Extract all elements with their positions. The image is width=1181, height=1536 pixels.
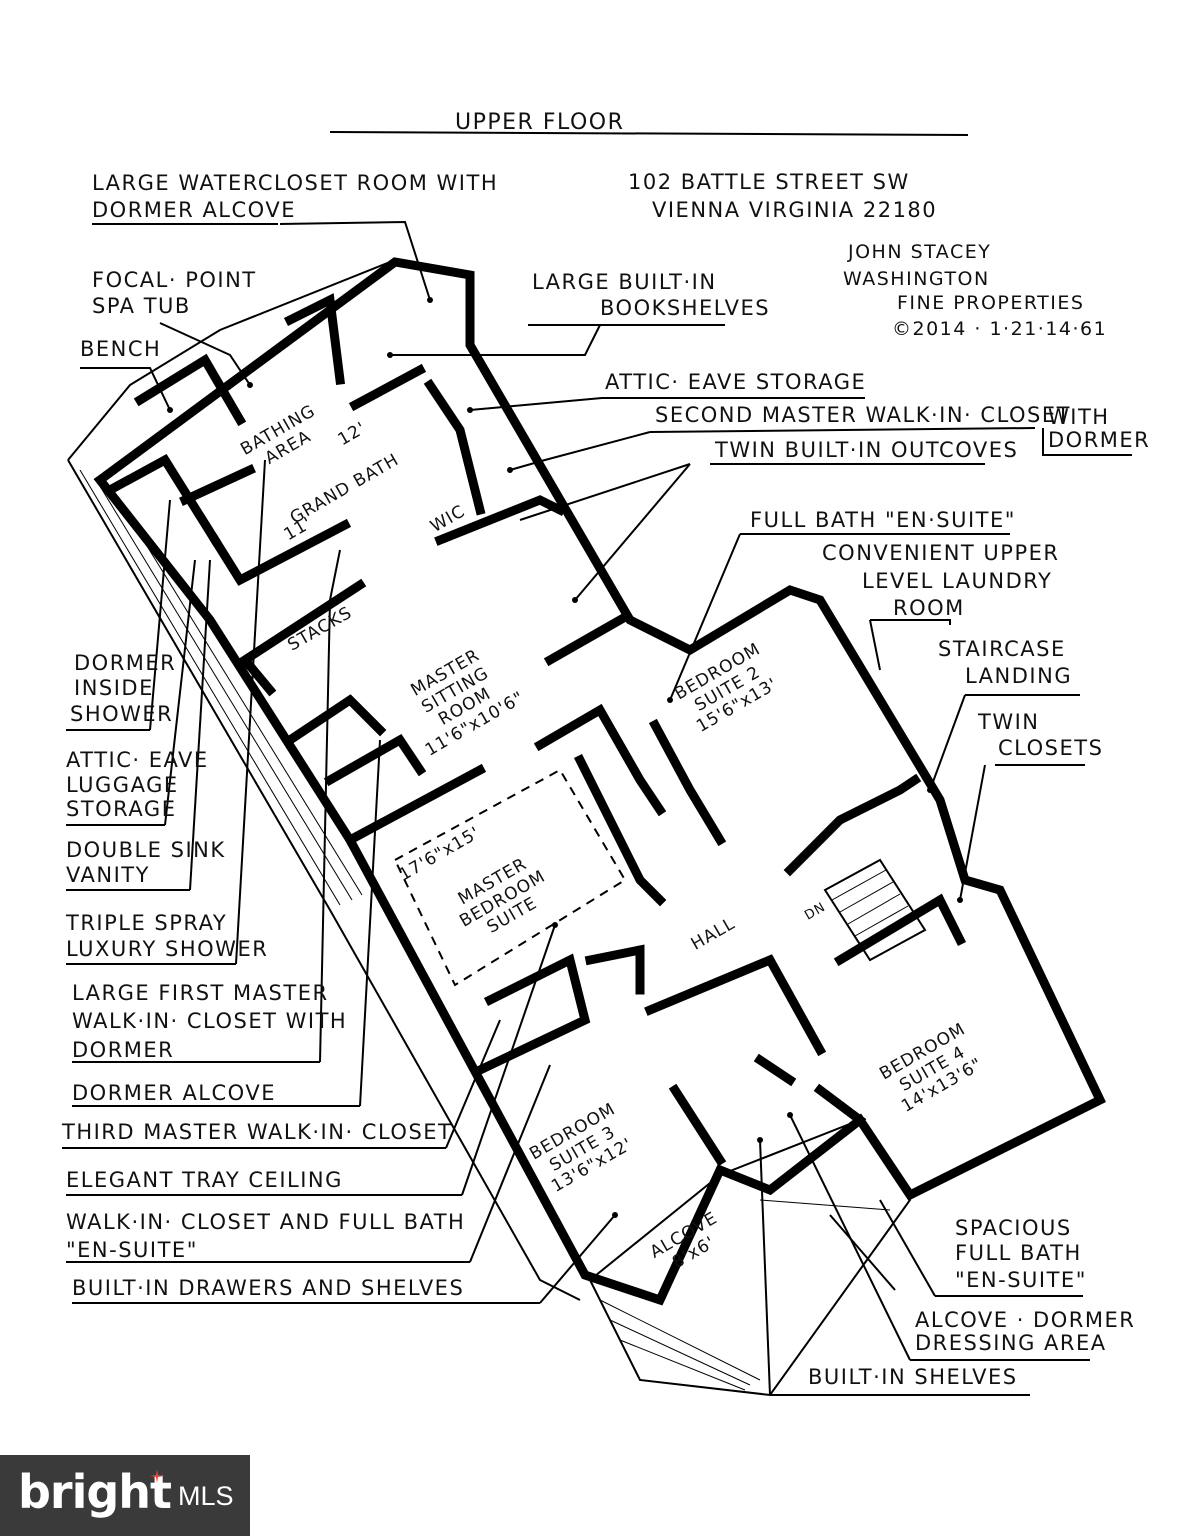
leader-lines [62,220,1132,1396]
callout-shower-1: TRIPLE SPRAY [66,911,228,935]
callout-first-closet-1: LARGE FIRST MASTER [72,981,329,1005]
address-line-1: 102 BATTLE STREET SW [628,170,910,194]
house-outline [93,257,1106,1306]
interior-walls [103,293,967,1167]
callout-vanity-1: DOUBLE SINK [66,838,226,862]
address-line-2: VIENNA VIRGINIA 22180 [652,198,938,222]
bright-mls-logo: bright MLS [0,1455,250,1536]
callout-watercloset-2: DORMER ALCOVE [92,198,296,222]
callout-landing-1: STAIRCASE [938,637,1066,661]
callout-watercloset-1: LARGE WATERCLOSET ROOM WITH [92,171,499,195]
callout-luggage-2: LUGGAGE [66,773,179,797]
callout-spacious-2: FULL BATH [955,1241,1082,1265]
callout-closets-2: CLOSETS [998,736,1104,760]
callout-landing-2: LANDING [965,664,1073,688]
callout-luggage-3: STORAGE [66,797,177,821]
plan-title: UPPER FLOOR [455,110,625,135]
callout-attic-storage: ATTIC· EAVE STORAGE [605,370,867,394]
callout-dormer-shower-3: SHOWER [70,702,174,726]
bottom-eave [588,1118,912,1397]
logo-suffix: MLS [178,1481,234,1511]
logo-star-icon [150,1469,164,1483]
callout-drawers: BUILT·IN DRAWERS AND SHELVES [72,1276,465,1300]
callout-outcoves: TWIN BUILT·IN OUTCOVES [715,438,1019,462]
credit-line-4: ©2014 · 1·21·14·61 [892,318,1108,340]
callout-laundry-2: LEVEL LAUNDRY [862,569,1053,593]
credit-line-3: FINE PROPERTIES [897,292,1085,314]
callout-third-closet: THIRD MASTER WALK·IN· CLOSET [62,1120,453,1144]
callout-laundry-1: CONVENIENT UPPER [822,541,1060,565]
main-staircase [823,858,927,962]
callout-tray-ceiling: ELEGANT TRAY CEILING [66,1168,343,1192]
callout-dormer-alcove: DORMER ALCOVE [72,1081,276,1105]
callout-luggage-1: ATTIC· EAVE [66,748,209,772]
logo-brand: bright [18,1465,172,1519]
callout-walkin-bath-2: "EN-SUITE" [66,1238,198,1262]
callout-walkin-bath-1: WALK·IN· CLOSET AND FULL BATH [66,1210,466,1234]
callout-first-closet-3: DORMER [72,1038,175,1062]
callout-built-in-shelves: BUILT·IN SHELVES [808,1365,1018,1389]
tray-ceiling-outline [393,768,627,987]
callout-spacious-3: "EN-SUITE" [955,1268,1087,1292]
title-underline [329,131,969,136]
callout-second-closet-dormer: DORMER [1048,428,1151,452]
credit-line-1: JOHN STACEY [848,241,992,263]
callout-dormer-shower-2: INSIDE [74,676,154,700]
callout-spa-1: FOCAL· POINT [92,268,257,292]
callout-first-closet-2: WALK·IN· CLOSET WITH [72,1009,348,1033]
callout-closets-1: TWIN [978,710,1040,734]
callout-spacious-1: SPACIOUS [955,1216,1072,1240]
callout-second-closet: SECOND MASTER WALK·IN· CLOSET [655,403,1071,427]
leader-dots [167,297,963,1218]
left-eave [67,261,581,1301]
callout-spa-2: SPA TUB [92,294,191,318]
callout-bookshelves-2: BOOKSHELVES [600,296,771,320]
callout-full-bath: FULL BATH "EN·SUITE" [750,508,1016,532]
callout-laundry-3: ROOM [893,596,965,620]
callout-dressing-1: ALCOVE · DORMER [915,1308,1136,1332]
callout-vanity-2: VANITY [66,863,150,887]
callout-dormer-shower-1: DORMER [74,651,177,675]
callout-dressing-2: DRESSING AREA [915,1331,1107,1355]
callout-shower-2: LUXURY SHOWER [66,937,269,961]
callout-bench: BENCH [80,337,162,361]
callout-bookshelves-1: LARGE BUILT·IN [532,270,717,294]
credit-line-2: WASHINGTON [843,268,990,290]
callout-second-closet-with: WITH [1048,405,1110,429]
